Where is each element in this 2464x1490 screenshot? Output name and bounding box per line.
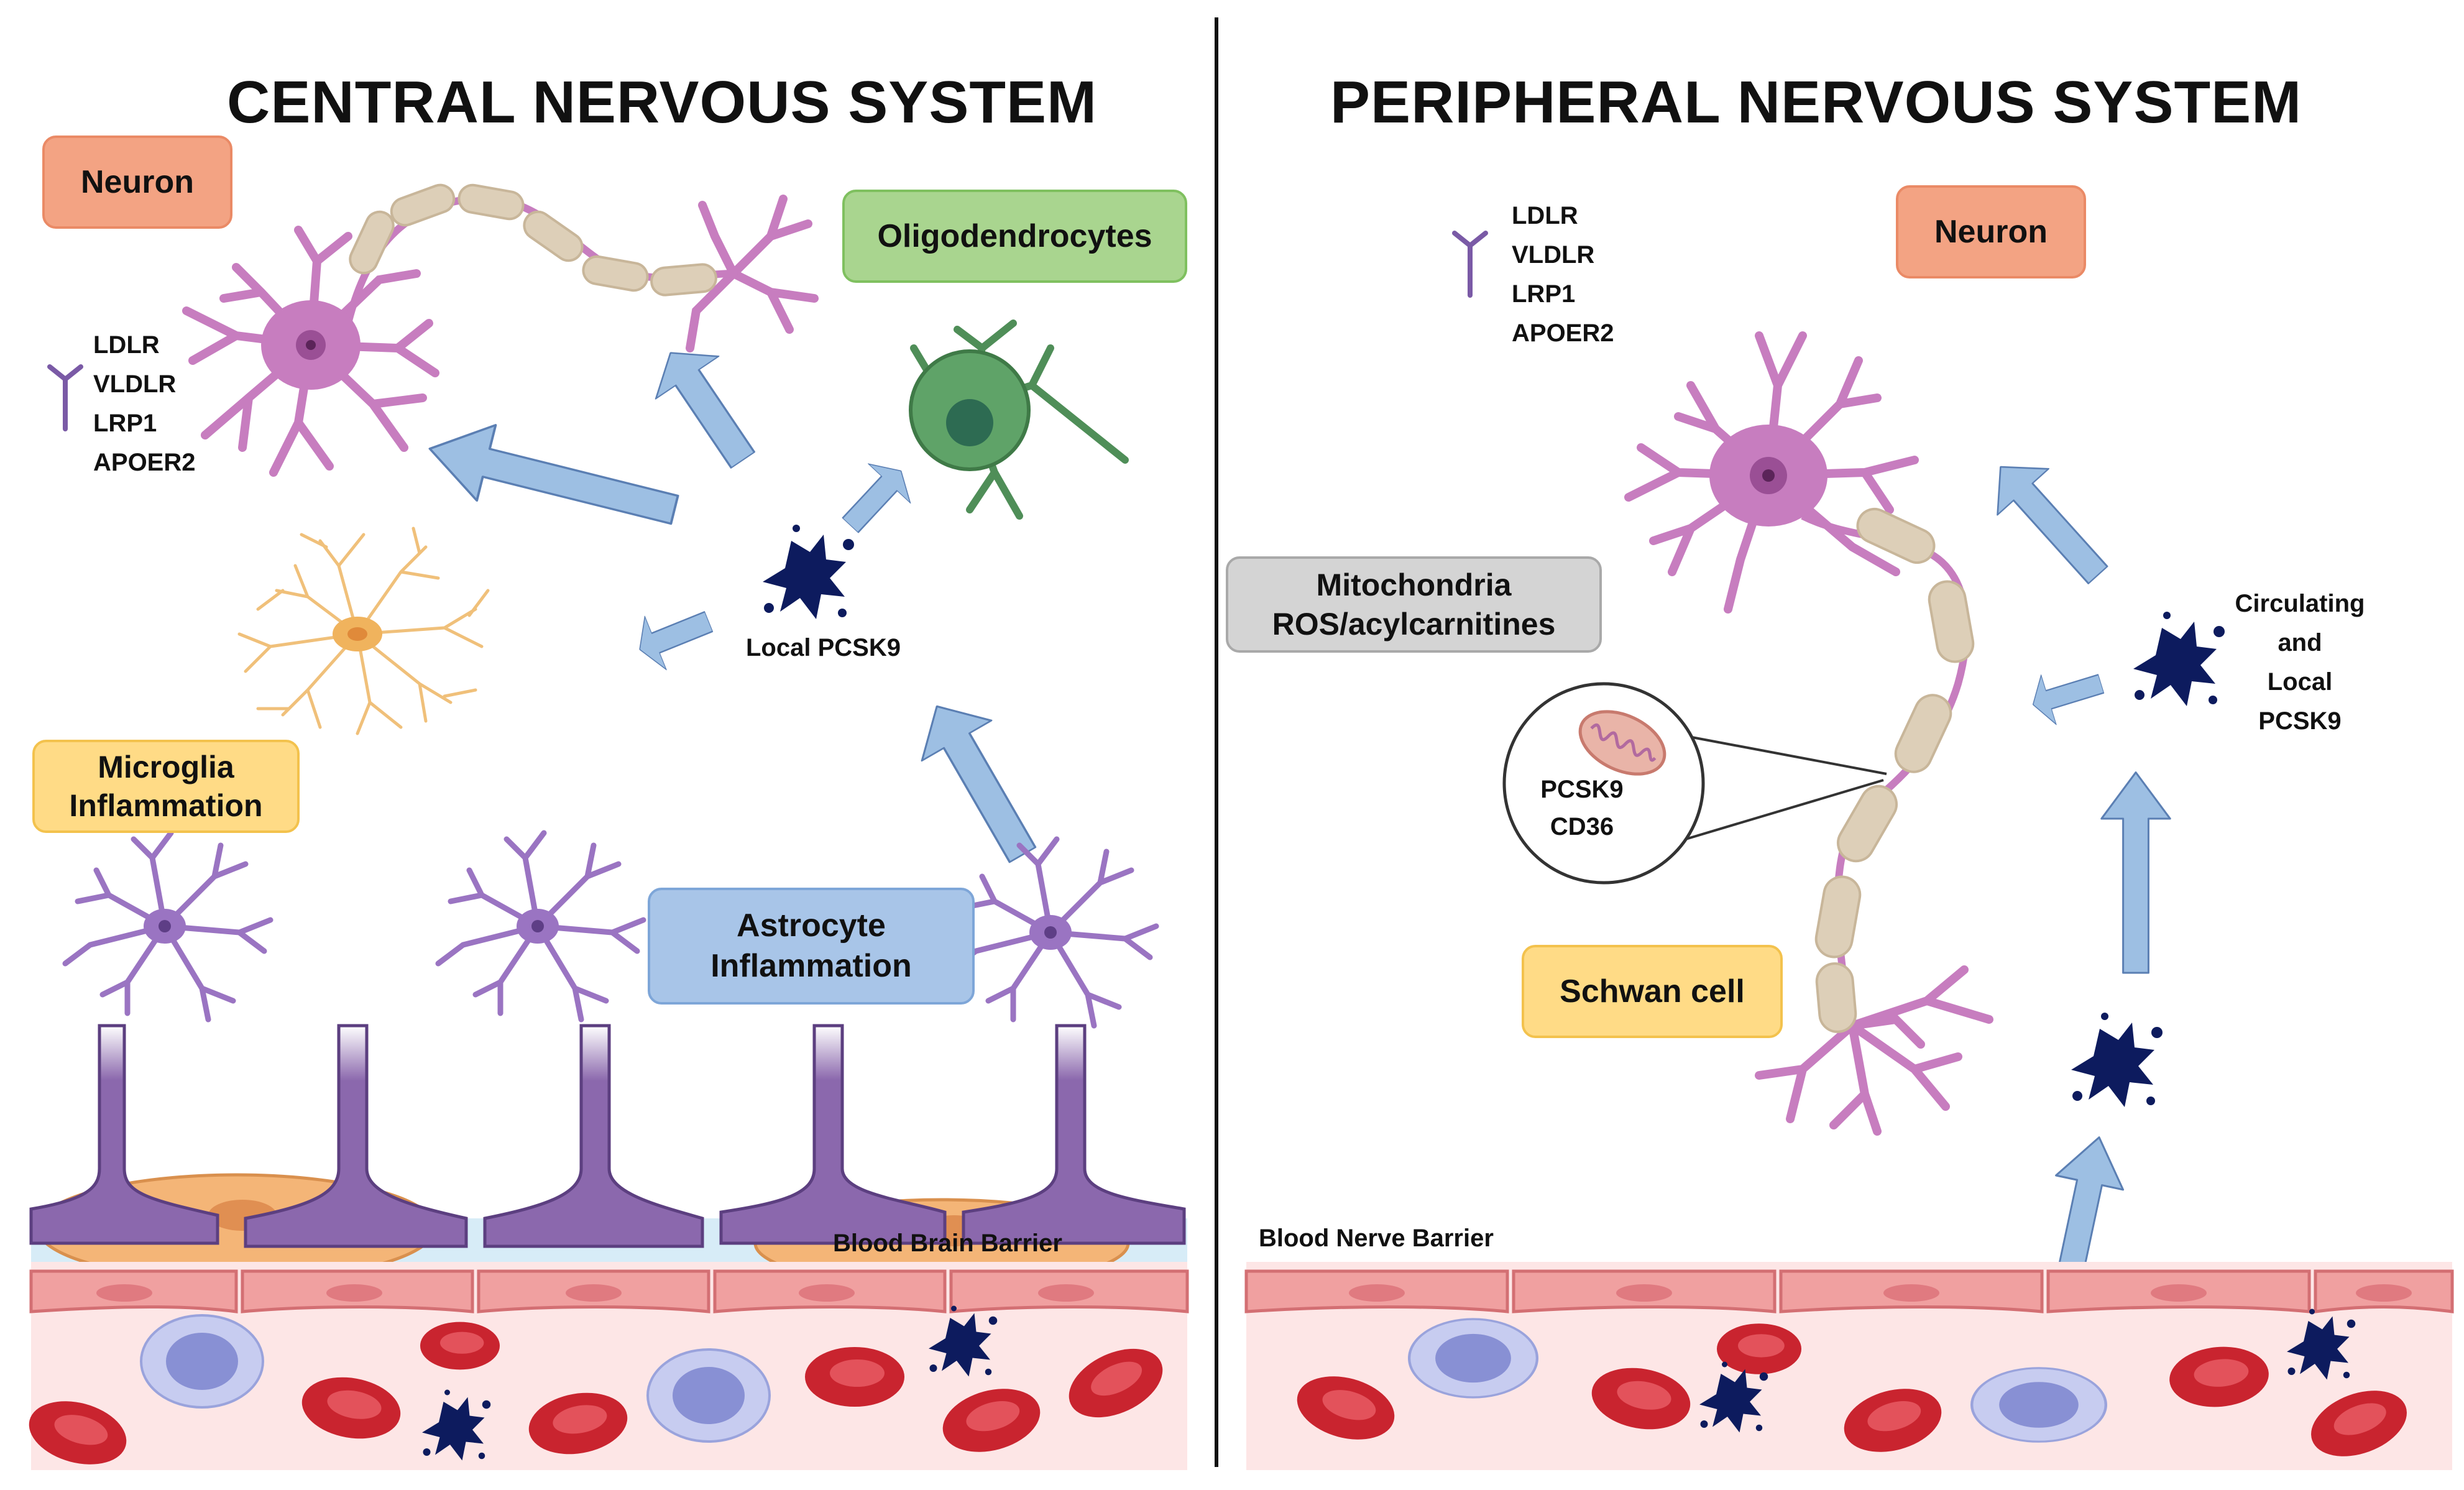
pcsk9-text: PCSK9	[2258, 707, 2342, 735]
pns-receptor-item: LRP1	[1512, 280, 1576, 308]
pns-receptor-item: LDLR	[1512, 202, 1578, 229]
cns-receptor-item: LDLR	[93, 331, 160, 359]
astrocyte-cell-1	[65, 833, 270, 1019]
cns-neuron-label: Neuron	[42, 136, 232, 229]
and-text: and	[2278, 629, 2322, 656]
zoom-protein-labels: PCSK9 CD36	[1529, 771, 1635, 845]
schwan-cell-label-text: Schwan cell	[1560, 973, 1745, 1009]
cns-receptor-icon	[47, 364, 83, 431]
microglia-inflammation-label: Microglia Inflammation	[32, 740, 300, 833]
cns-local-pcsk9-label: Local PCSK9	[746, 634, 901, 661]
arrow-to-neuron-axon	[638, 331, 775, 482]
pns-myelin	[1814, 507, 1975, 1033]
pns-neuron	[1624, 331, 1993, 1136]
cns-neuron-label-text: Neuron	[81, 163, 194, 200]
mitochondrion-icon	[1578, 710, 1666, 776]
inflammation-line: Inflammation	[710, 948, 912, 984]
schwan-cell-label: Schwan cell	[1522, 945, 1783, 1038]
arrow-to-neuron	[419, 410, 686, 549]
mitochondria-line: Mitochondria	[1316, 568, 1512, 602]
astrocyte-inflammation-label: Astrocyte Inflammation	[648, 888, 975, 1005]
pns-title: PERIPHERAL NERVOUS SYSTEM	[1330, 69, 2302, 136]
pns-blood-vessel	[1244, 1262, 2454, 1470]
microglia-line: Microglia	[98, 749, 234, 784]
arrow-to-axon	[2025, 658, 2110, 730]
cns-receptor-item: VLDLR	[93, 370, 177, 398]
circulating-text: Circulating	[2235, 590, 2365, 617]
pns-receptor-list: LDLR VLDLR LRP1 APOER2	[1512, 196, 1614, 353]
pns-pcsk9-molecule-upper	[2133, 612, 2225, 706]
cns-astrocyte-endfeet	[29, 1024, 1187, 1289]
arrow-up-upper	[2100, 771, 2171, 974]
arrow-to-microglia	[628, 594, 720, 677]
mitochondria-zoom	[1502, 682, 1887, 885]
pns-neuron-label: Neuron	[1896, 185, 2086, 278]
zoom-pcsk9-text: PCSK9	[1540, 776, 1624, 803]
arrow-from-barrier	[901, 685, 1059, 876]
circulating-local-pcsk9-label: Circulating and Local PCSK9	[2213, 584, 2387, 741]
oligodendrocytes-label-text: Oligodendrocytes	[877, 218, 1152, 254]
cns-blood-vessel	[22, 1262, 1189, 1475]
inflammation-line: Inflammation	[69, 788, 263, 823]
cns-neuron	[182, 180, 819, 477]
oligodendrocytes-label: Oligodendrocytes	[842, 190, 1187, 283]
pns-neuron-label-text: Neuron	[1934, 213, 2048, 250]
pns-receptor-item: VLDLR	[1512, 241, 1595, 269]
oligodendrocyte-cell	[909, 320, 1129, 520]
arrow-to-pns-neuron	[1974, 443, 2125, 599]
pns-receptor-item: APOER2	[1512, 320, 1614, 347]
pns-receptor-icon	[1452, 231, 1488, 298]
pns-pcsk9-molecule-lower	[2071, 1013, 2163, 1107]
cns-receptor-list: LDLR VLDLR LRP1 APOER2	[93, 326, 196, 482]
local-text: Local	[2267, 668, 2333, 696]
arrow-to-oligodendrocyte	[829, 451, 923, 546]
astrocyte-cell-3	[951, 839, 1156, 1026]
astrocyte-line: Astrocyte	[737, 908, 886, 944]
mitochondria-label: Mitochondria ROS/acylcarnitines	[1226, 556, 1602, 653]
blood-nerve-barrier-label: Blood Nerve Barrier	[1259, 1225, 1494, 1252]
ros-acylcarnitines-line: ROS/acylcarnitines	[1272, 606, 1556, 642]
astrocyte-cell-2	[438, 833, 643, 1019]
microglia-cell	[237, 527, 490, 735]
cns-title: CENTRAL NERVOUS SYSTEM	[227, 69, 1097, 136]
cns-receptor-item: LRP1	[93, 410, 157, 437]
cns-receptor-item: APOER2	[93, 449, 196, 476]
cns-pcsk9-molecule	[763, 525, 854, 619]
zoom-cd36-text: CD36	[1550, 813, 1614, 840]
blood-brain-barrier-label: Blood Brain Barrier	[833, 1230, 1062, 1257]
